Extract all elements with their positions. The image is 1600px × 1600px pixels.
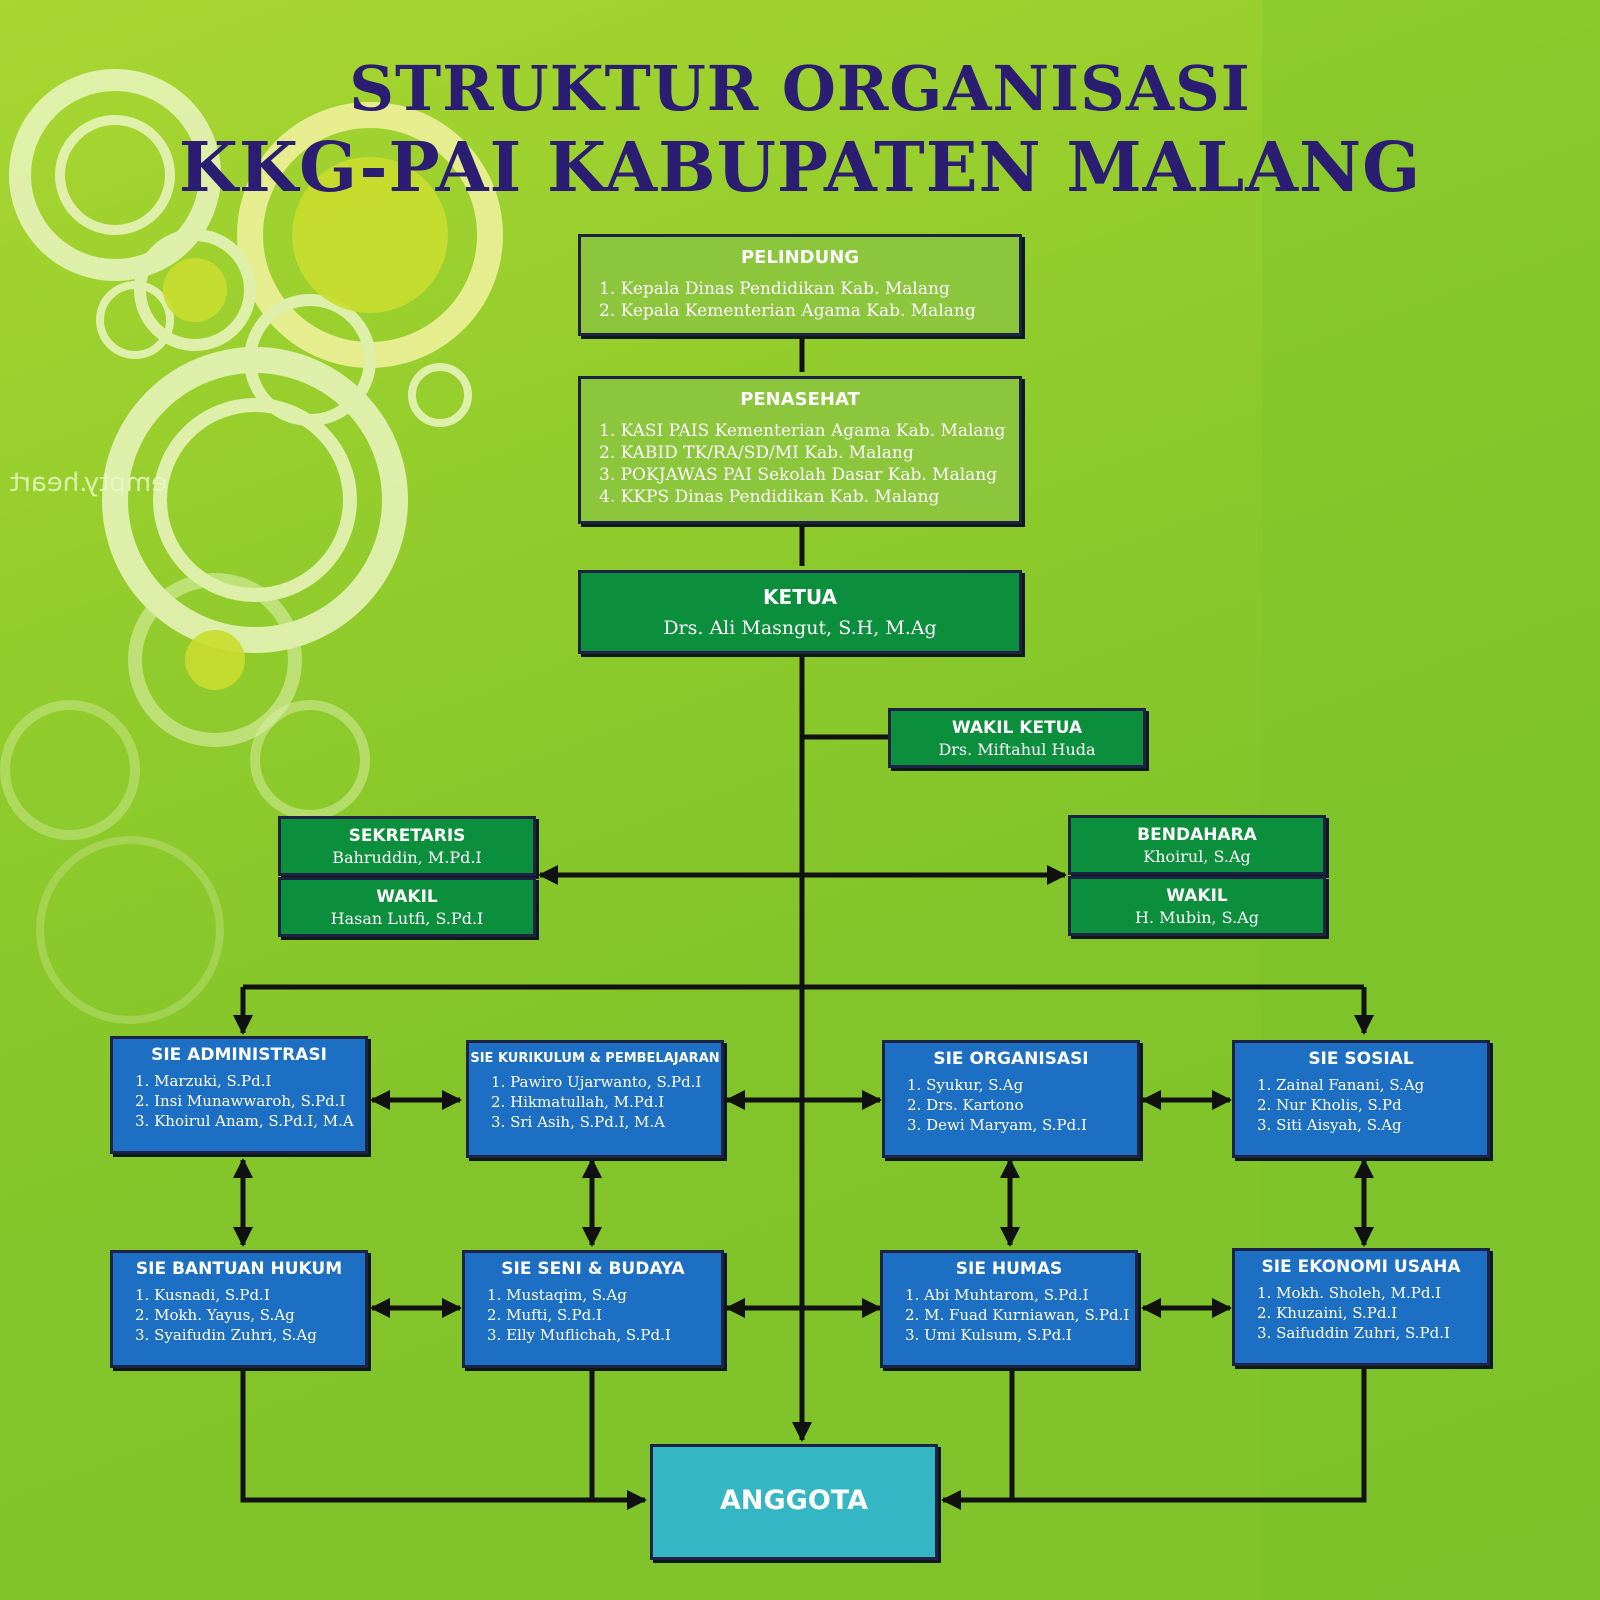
list-item: 3. Dewi Maryam, S.Pd.I bbox=[907, 1116, 1087, 1134]
bendahara-box: BENDAHARA Khoirul, S.Ag bbox=[1068, 815, 1326, 875]
list-item: 2. M. Fuad Kurniawan, S.Pd.I bbox=[905, 1306, 1130, 1324]
sekretaris-box: SEKRETARIS Bahruddin, M.Pd.I bbox=[278, 816, 536, 876]
wakil-sekretaris-name: Hasan Lutfi, S.Pd.I bbox=[330, 909, 484, 928]
sie-kurikulum-header: SIE KURIKULUM & PEMBELAJARAN bbox=[470, 1051, 720, 1066]
list-item: 1. Syukur, S.Ag bbox=[907, 1076, 1024, 1094]
list-item: 3. Saifuddin Zuhri, S.Pd.I bbox=[1257, 1324, 1450, 1342]
list-item: 1. Mustaqim, S.Ag bbox=[487, 1286, 627, 1304]
page-title-line2: KKG-PAI KABUPATEN MALANG bbox=[178, 128, 1422, 208]
list-item: 1. Kepala Dinas Pendidikan Kab. Malang bbox=[599, 279, 950, 299]
list-item: 1. Abi Muhtarom, S.Pd.I bbox=[905, 1286, 1089, 1304]
sie-administrasi-header: SIE ADMINISTRASI bbox=[151, 1045, 327, 1065]
anggota-box: ANGGOTA bbox=[650, 1444, 938, 1560]
sie-bantuan-hukum-list: 1. Kusnadi, S.Pd.I 2. Mokh. Yayus, S.Ag … bbox=[135, 1285, 365, 1345]
list-item: 2. KABID TK/RA/SD/MI Kab. Malang bbox=[599, 443, 914, 463]
wakil-ketua-header: WAKIL KETUA bbox=[951, 718, 1083, 738]
sie-organisasi-header: SIE ORGANISASI bbox=[933, 1049, 1089, 1069]
list-item: 2. Khuzaini, S.Pd.I bbox=[1257, 1304, 1398, 1322]
ketua-header: KETUA bbox=[763, 585, 837, 609]
ketua-name: Drs. Ali Masngut, S.H, M.Ag bbox=[663, 617, 937, 639]
wakil-bendahara-name: H. Mubin, S.Ag bbox=[1135, 908, 1259, 927]
sie-kurikulum-box: SIE KURIKULUM & PEMBELAJARAN 1. Pawiro U… bbox=[466, 1040, 724, 1158]
penasehat-list: 1. KASI PAIS Kementerian Agama Kab. Mala… bbox=[599, 420, 1019, 508]
sie-sosial-box: SIE SOSIAL 1. Zainal Fanani, S.Ag 2. Nur… bbox=[1232, 1040, 1490, 1158]
list-item: 3. Syaifudin Zuhri, S.Ag bbox=[135, 1326, 317, 1344]
sie-seni-budaya-box: SIE SENI & BUDAYA 1. Mustaqim, S.Ag 2. M… bbox=[462, 1250, 724, 1368]
sie-administrasi-list: 1. Marzuki, S.Pd.I 2. Insi Munawwaroh, S… bbox=[135, 1071, 365, 1131]
list-item: 2. Kepala Kementerian Agama Kab. Malang bbox=[599, 301, 976, 321]
list-item: 2. Nur Kholis, S.Pd bbox=[1257, 1096, 1402, 1114]
list-item: 3. POKJAWAS PAI Sekolah Dasar Kab. Malan… bbox=[599, 465, 998, 485]
wakil-sekretaris-header: WAKIL bbox=[376, 887, 438, 907]
sie-humas-header: SIE HUMAS bbox=[955, 1259, 1063, 1279]
sie-bantuan-hukum-box: SIE BANTUAN HUKUM 1. Kusnadi, S.Pd.I 2. … bbox=[110, 1250, 368, 1368]
list-item: 3. Khoirul Anam, S.Pd.I, M.A bbox=[135, 1112, 354, 1130]
wakil-ketua-box: WAKIL KETUA Drs. Miftahul Huda bbox=[888, 708, 1146, 768]
sie-ekonomi-usaha-header: SIE EKONOMI USAHA bbox=[1261, 1257, 1461, 1277]
list-item: 3. Elly Muflichah, S.Pd.I bbox=[487, 1326, 671, 1344]
list-item: 2. Mufti, S.Pd.I bbox=[487, 1306, 602, 1324]
list-item: 1. Zainal Fanani, S.Ag bbox=[1257, 1076, 1425, 1094]
sie-humas-list: 1. Abi Muhtarom, S.Pd.I 2. M. Fuad Kurni… bbox=[905, 1285, 1135, 1345]
list-item: 2. Drs. Kartono bbox=[907, 1096, 1024, 1114]
sie-ekonomi-usaha-list: 1. Mokh. Sholeh, M.Pd.I 2. Khuzaini, S.P… bbox=[1257, 1283, 1487, 1343]
sie-organisasi-list: 1. Syukur, S.Ag 2. Drs. Kartono 3. Dewi … bbox=[907, 1075, 1137, 1135]
list-item: 1. Kusnadi, S.Pd.I bbox=[135, 1286, 270, 1304]
list-item: 4. KKPS Dinas Pendidikan Kab. Malang bbox=[599, 487, 940, 507]
list-item: 2. Insi Munawwaroh, S.Pd.I bbox=[135, 1092, 346, 1110]
anggota-header: ANGGOTA bbox=[720, 1485, 868, 1516]
sie-ekonomi-usaha-box: SIE EKONOMI USAHA 1. Mokh. Sholeh, M.Pd.… bbox=[1232, 1248, 1490, 1366]
list-item: 1. Marzuki, S.Pd.I bbox=[135, 1072, 272, 1090]
sie-administrasi-box: SIE ADMINISTRASI 1. Marzuki, S.Pd.I 2. I… bbox=[110, 1036, 368, 1154]
ketua-box: KETUA Drs. Ali Masngut, S.H, M.Ag bbox=[578, 570, 1022, 654]
sie-seni-budaya-header: SIE SENI & BUDAYA bbox=[501, 1259, 685, 1279]
bendahara-header: BENDAHARA bbox=[1137, 825, 1257, 845]
sekretaris-name: Bahruddin, M.Pd.I bbox=[332, 848, 482, 867]
list-item: 3. Umi Kulsum, S.Pd.I bbox=[905, 1326, 1072, 1344]
page-title-line1: STRUKTUR ORGANISASI bbox=[349, 52, 1251, 125]
penasehat-header: PENASEHAT bbox=[740, 389, 860, 410]
list-item: 3. Siti Aisyah, S.Ag bbox=[1257, 1116, 1402, 1134]
list-item: 1. Mokh. Sholeh, M.Pd.I bbox=[1257, 1284, 1442, 1302]
sie-organisasi-box: SIE ORGANISASI 1. Syukur, S.Ag 2. Drs. K… bbox=[882, 1040, 1140, 1158]
bendahara-name: Khoirul, S.Ag bbox=[1143, 847, 1251, 866]
wakil-bendahara-header: WAKIL bbox=[1166, 886, 1228, 906]
list-item: 2. Mokh. Yayus, S.Ag bbox=[135, 1306, 295, 1324]
wakil-ketua-name: Drs. Miftahul Huda bbox=[938, 740, 1096, 759]
sie-sosial-list: 1. Zainal Fanani, S.Ag 2. Nur Kholis, S.… bbox=[1257, 1075, 1487, 1135]
sie-sosial-header: SIE SOSIAL bbox=[1308, 1049, 1414, 1069]
sekretaris-header: SEKRETARIS bbox=[348, 826, 466, 846]
list-item: 3. Sri Asih, S.Pd.I, M.A bbox=[491, 1113, 666, 1131]
sie-bantuan-hukum-header: SIE BANTUAN HUKUM bbox=[135, 1259, 343, 1279]
list-item: 2. Hikmatullah, M.Pd.I bbox=[491, 1093, 665, 1111]
pelindung-header: PELINDUNG bbox=[740, 247, 860, 268]
sie-kurikulum-list: 1. Pawiro Ujarwanto, S.Pd.I 2. Hikmatull… bbox=[491, 1072, 721, 1132]
wakil-bendahara-box: WAKIL H. Mubin, S.Ag bbox=[1068, 876, 1326, 936]
list-item: 1. KASI PAIS Kementerian Agama Kab. Mala… bbox=[599, 421, 1006, 441]
sie-seni-budaya-list: 1. Mustaqim, S.Ag 2. Mufti, S.Pd.I 3. El… bbox=[487, 1285, 721, 1345]
pelindung-list: 1. Kepala Dinas Pendidikan Kab. Malang 2… bbox=[599, 278, 1019, 322]
sie-humas-box: SIE HUMAS 1. Abi Muhtarom, S.Pd.I 2. M. … bbox=[880, 1250, 1138, 1368]
list-item: 1. Pawiro Ujarwanto, S.Pd.I bbox=[491, 1073, 702, 1091]
penasehat-box: PENASEHAT 1. KASI PAIS Kementerian Agama… bbox=[578, 376, 1022, 524]
pelindung-box: PELINDUNG 1. Kepala Dinas Pendidikan Kab… bbox=[578, 234, 1022, 336]
wakil-sekretaris-box: WAKIL Hasan Lutfi, S.Pd.I bbox=[278, 877, 536, 937]
